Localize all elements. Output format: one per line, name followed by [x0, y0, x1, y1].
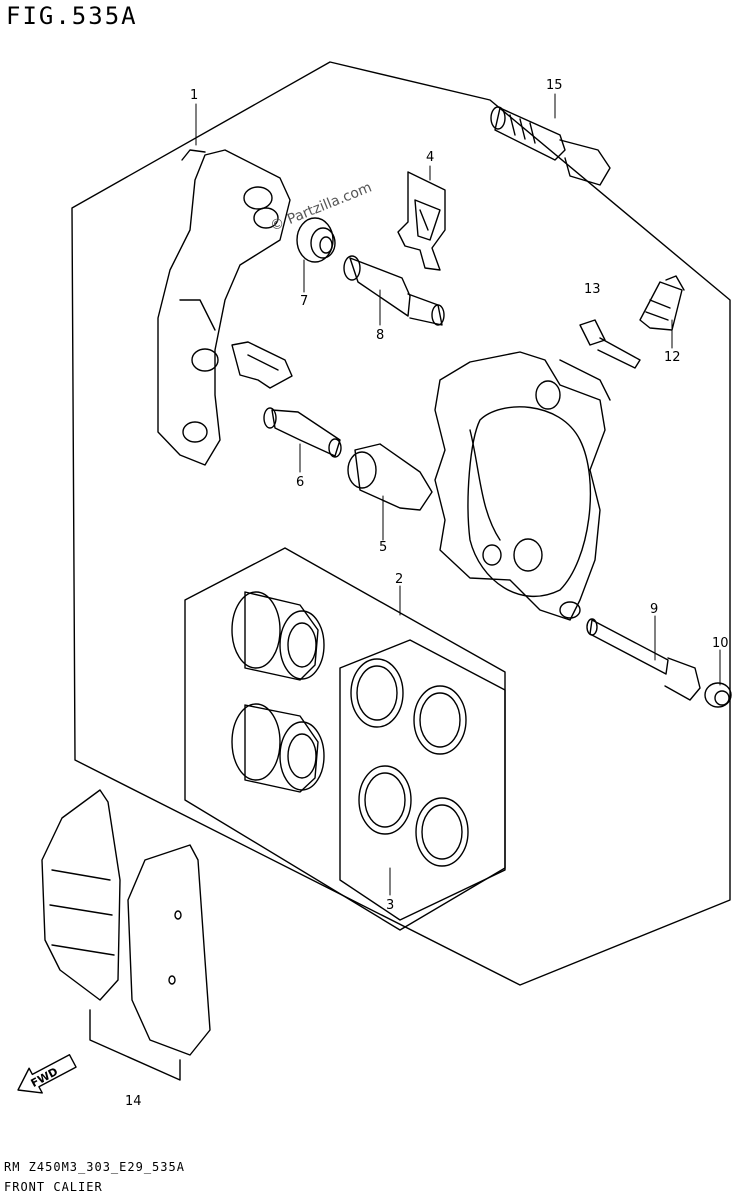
caliper-body-part — [434, 351, 611, 621]
callout-15: 15 — [546, 78, 563, 93]
footer-diagram-code: RM Z450M3_303_E29_535A — [4, 1160, 185, 1174]
figure-title: FIG.535A — [6, 2, 138, 30]
pad-spring-part — [397, 171, 446, 271]
bleeder-screw-part — [639, 275, 685, 331]
footer-diagram-name: FRONT CALIER — [4, 1180, 103, 1194]
bleeder-cap-part — [579, 319, 641, 369]
fwd-label: FWD — [28, 1065, 61, 1090]
callout-2: 2 — [395, 572, 404, 587]
boot-part — [296, 217, 336, 263]
callout-13: 13 — [584, 282, 601, 297]
fwd-arrow — [17, 1054, 77, 1094]
pad-pin-part — [586, 618, 701, 701]
pin-boot-part — [347, 443, 433, 511]
seal-set-boundary — [339, 639, 506, 921]
callout-6: 6 — [296, 475, 305, 490]
caliper-bracket-part — [157, 149, 291, 466]
callout-7: 7 — [300, 294, 309, 309]
piston-upper-part — [231, 591, 325, 681]
callout-9: 9 — [650, 602, 659, 617]
leader-lines — [195, 93, 721, 896]
brake-pad-outer-part — [41, 789, 121, 1001]
callout-8: 8 — [376, 328, 385, 343]
callout-4: 4 — [426, 150, 435, 165]
slide-pin-part — [263, 407, 342, 458]
callout-14: 14 — [125, 1094, 142, 1109]
pad-group-bracket — [89, 1009, 181, 1081]
piston-set-boundary — [184, 547, 506, 931]
mounting-bolt-part — [490, 106, 611, 186]
caliper-pin-upper-part — [343, 255, 445, 326]
seal-rings-part — [350, 658, 469, 867]
brake-pad-inner-part — [127, 844, 211, 1056]
caliper-assembly-boundary — [71, 61, 731, 986]
callout-3: 3 — [386, 898, 395, 913]
callout-12: 12 — [664, 350, 681, 365]
piston-lower-part — [231, 703, 325, 793]
retaining-clip-part — [231, 341, 293, 389]
callout-1: 1 — [190, 88, 199, 103]
callout-10: 10 — [712, 636, 729, 651]
pin-plug-part — [704, 682, 732, 708]
callout-5: 5 — [379, 540, 388, 555]
